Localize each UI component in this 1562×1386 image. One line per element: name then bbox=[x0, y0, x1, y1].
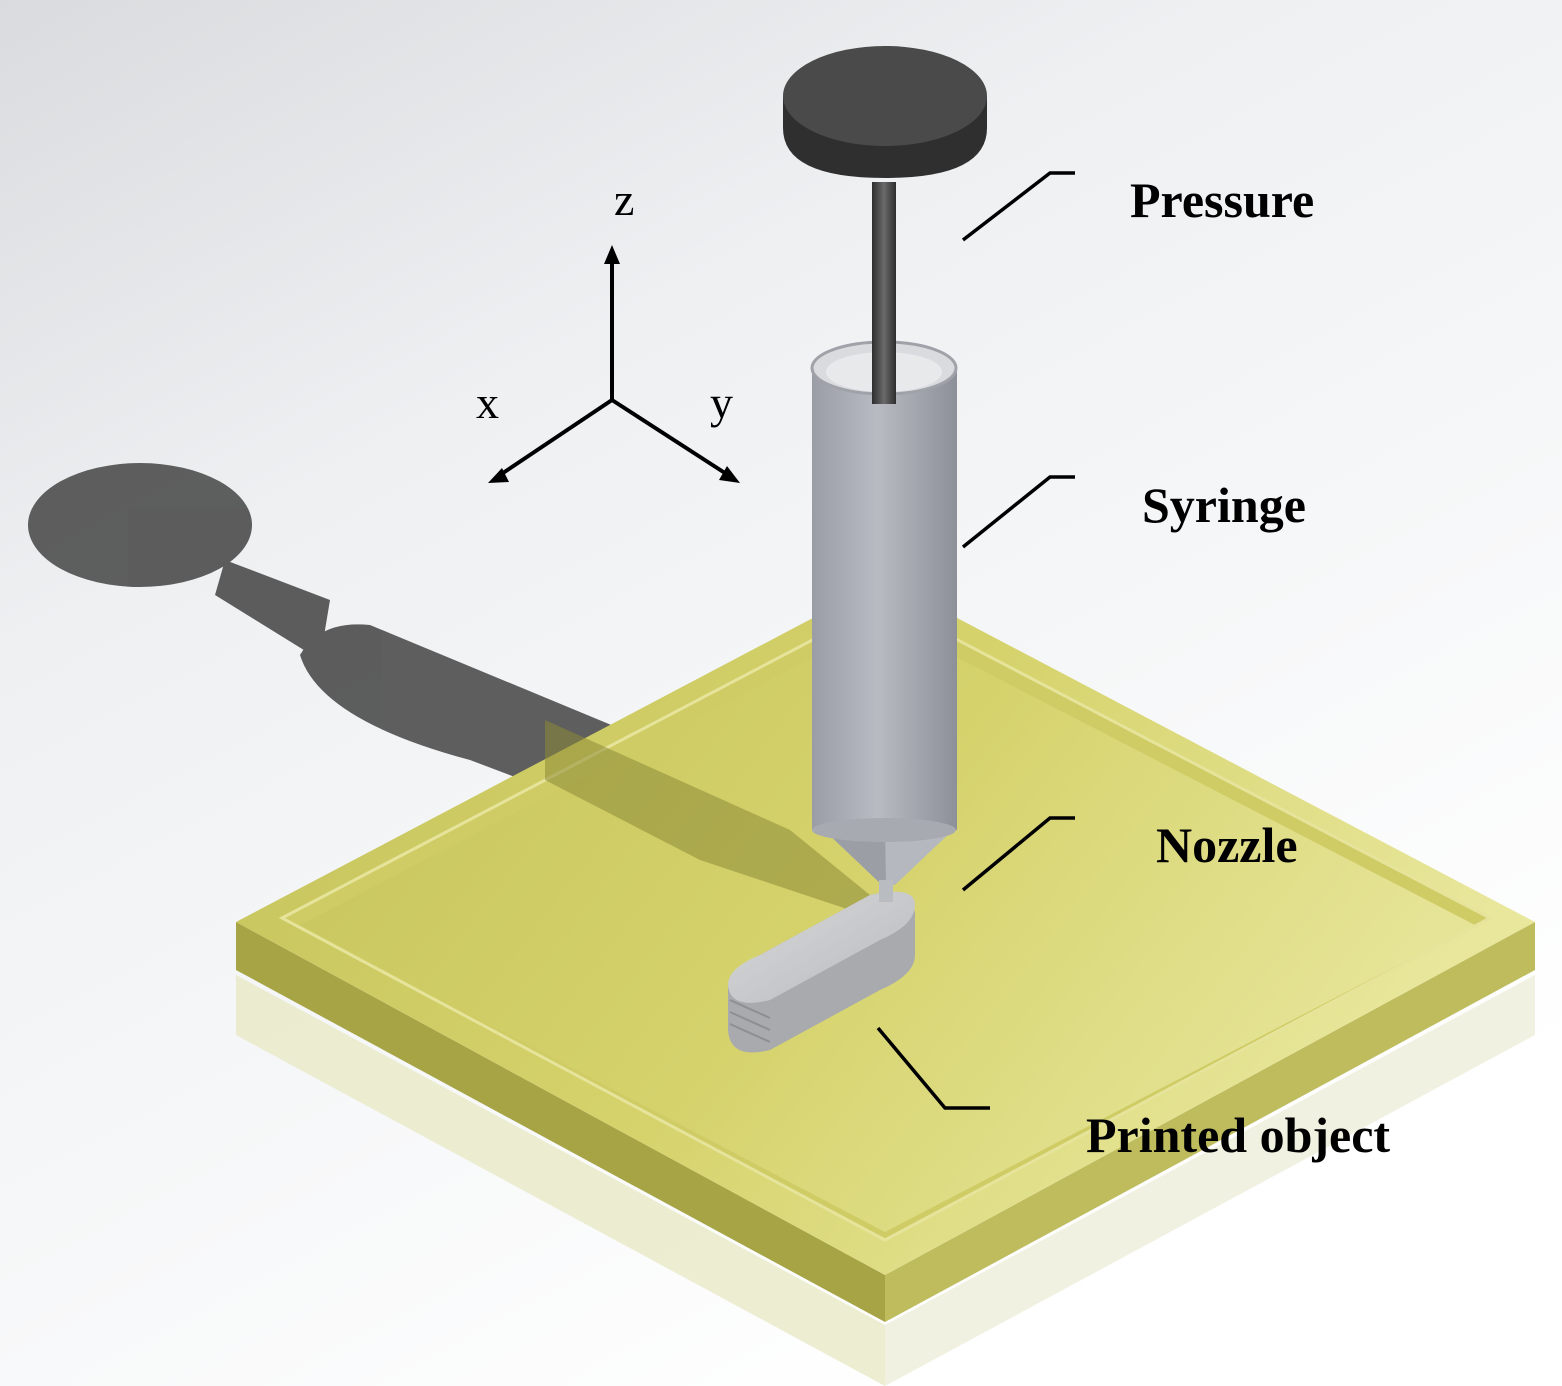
axis-label-z: z bbox=[614, 174, 634, 225]
axes-triad bbox=[488, 245, 740, 483]
leader-syringe bbox=[961, 475, 1075, 549]
printed-object bbox=[728, 891, 915, 1053]
plate-shadow bbox=[545, 720, 870, 910]
leader-nozzle bbox=[961, 816, 1075, 892]
plate-reflection-right bbox=[885, 975, 1535, 1386]
plate-reflection bbox=[236, 975, 885, 1386]
plunger bbox=[783, 46, 987, 404]
axis-label-x: x bbox=[476, 377, 499, 428]
label-printed-object: Printed object bbox=[1086, 1107, 1390, 1163]
axis-label-y: y bbox=[710, 377, 733, 428]
syringe bbox=[810, 340, 958, 842]
nozzle bbox=[822, 828, 955, 902]
leader-printed-object bbox=[876, 1026, 990, 1110]
leader-pressure bbox=[961, 171, 1075, 242]
label-syringe: Syringe bbox=[1142, 477, 1306, 533]
plate-side-left bbox=[236, 922, 885, 1322]
label-nozzle: Nozzle bbox=[1156, 817, 1298, 873]
label-pressure: Pressure bbox=[1130, 172, 1314, 228]
plate-side-right bbox=[885, 922, 1535, 1322]
